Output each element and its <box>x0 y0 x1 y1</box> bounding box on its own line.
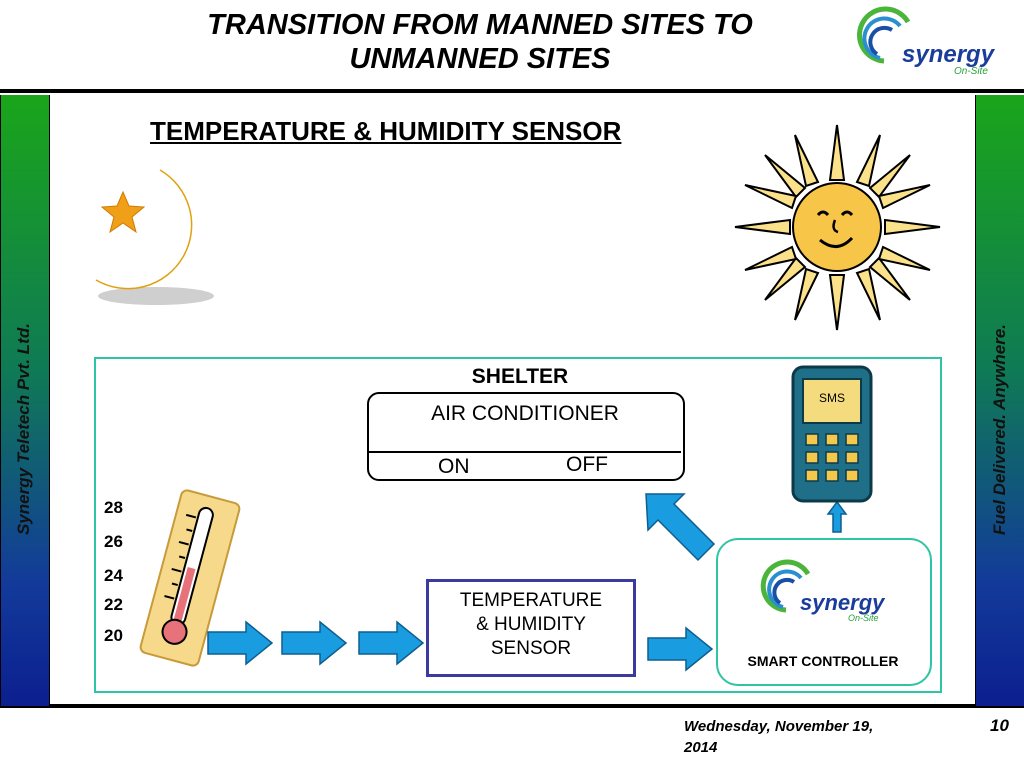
sensor-label-line: SENSOR <box>490 638 572 659</box>
mobile-phone-icon: SMS <box>791 365 873 503</box>
header-rule <box>0 89 1024 93</box>
left-sidebar <box>0 95 50 706</box>
svg-text:On-Site: On-Site <box>954 66 988 77</box>
arrow-right-icon <box>281 620 348 666</box>
footer-date: Wednesday, November 19, 2014 <box>684 716 914 758</box>
temperature-humidity-sensor-box: TEMPERATURE & HUMIDITY SENSOR <box>426 579 636 677</box>
section-title: TEMPERATURE & HUMIDITY SENSOR <box>150 116 622 146</box>
scale-label-22: 22 <box>104 595 123 614</box>
scale-label-24: 24 <box>104 566 123 585</box>
arrow-up-icon <box>826 500 848 533</box>
right-sidebar-text: Fuel Delivered. Anywhere. <box>990 324 1009 535</box>
arrow-right-icon <box>207 620 274 666</box>
scale-label-28: 28 <box>104 498 123 517</box>
sensor-label-line: TEMPERATURE <box>459 590 603 611</box>
sensor-label-line: & HUMIDITY <box>476 614 586 635</box>
shelter-label: SHELTER <box>471 365 569 388</box>
smart-controller-label: SMART CONTROLLER <box>747 653 899 669</box>
air-conditioner-box <box>367 392 685 481</box>
page-number: 10 <box>990 716 1009 735</box>
svg-text:synergy: synergy <box>800 590 886 615</box>
left-sidebar-text: Synergy Teletech Pvt. Ltd. <box>14 323 33 535</box>
shelter-panel <box>94 357 942 693</box>
svg-text:On-Site: On-Site <box>848 613 879 623</box>
scale-label-20: 20 <box>104 626 123 645</box>
arrow-right-icon <box>647 626 714 672</box>
air-conditioner-divider <box>369 451 681 453</box>
slide-title: TRANSITION FROM MANNED SITES TO UNMANNED… <box>207 9 753 75</box>
synergy-logo: synergy On-Site <box>760 559 886 623</box>
thermometer-icon <box>139 489 241 667</box>
air-conditioner-label: AIR CONDITIONER <box>431 402 619 425</box>
footer-date-line: 2014 <box>684 739 718 756</box>
ac-off-label: OFF <box>566 453 608 476</box>
synergy-logo: synergy On-Site <box>857 6 996 77</box>
footer-rule <box>0 704 1024 708</box>
right-sidebar <box>975 95 1024 706</box>
smart-controller-box <box>716 538 932 686</box>
arrow-up-left-icon <box>645 493 716 562</box>
phone-screen-text: SMS <box>819 391 845 405</box>
sun-icon <box>734 124 941 331</box>
ac-on-label: ON <box>438 455 470 478</box>
moon-icon <box>95 169 214 305</box>
scale-label-26: 26 <box>104 532 123 551</box>
footer-date-line: Wednesday, November 19, <box>684 718 874 735</box>
svg-text:synergy: synergy <box>902 41 996 68</box>
arrow-right-icon <box>358 620 425 666</box>
star-icon <box>100 190 146 234</box>
